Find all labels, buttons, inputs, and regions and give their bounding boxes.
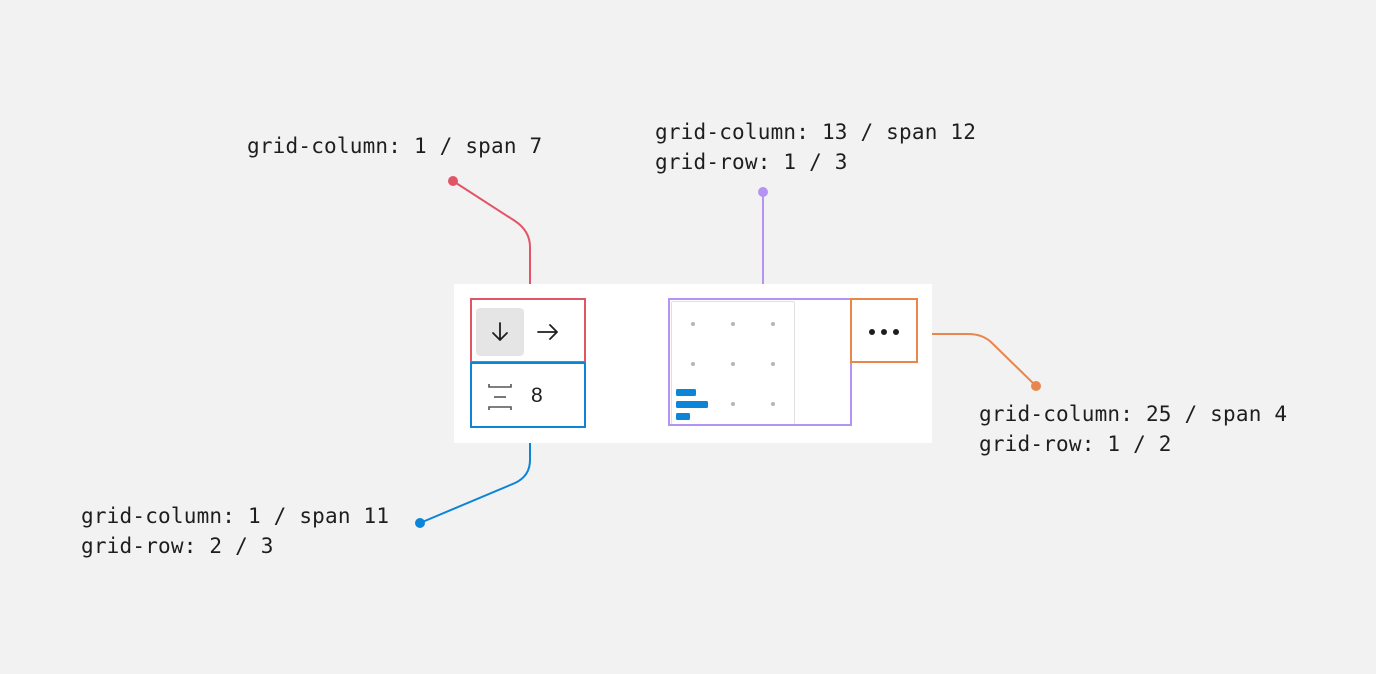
direction-horizontal-button[interactable] (524, 308, 572, 356)
align-bar-short (676, 389, 696, 396)
connector-red (452, 180, 531, 299)
align-dot-bottom-right[interactable] (771, 402, 775, 406)
arrow-right-icon (536, 322, 560, 342)
align-bar-long (676, 401, 708, 408)
connector-orange-dot (1031, 381, 1041, 391)
grid-area-outline-orange (850, 298, 918, 363)
connector-red-dot (448, 176, 458, 186)
grid-area-outline-blue (470, 362, 586, 428)
gap-value-input[interactable]: 8 (531, 384, 543, 407)
annotation-line: grid-row: 2 / 3 (81, 534, 274, 558)
connector-blue-dot (415, 518, 425, 528)
more-options-button[interactable] (852, 300, 916, 361)
annotation-line: grid-row: 1 / 2 (979, 432, 1172, 456)
connector-blue (419, 427, 531, 524)
grid-area-outline-red (470, 298, 586, 363)
arrow-down-icon (490, 321, 510, 343)
align-bar-small (676, 413, 690, 420)
annotation-red: grid-column: 1 / span 7 (247, 131, 542, 161)
vertical-gap-icon (486, 382, 514, 416)
direction-vertical-button[interactable] (476, 308, 524, 356)
annotation-purple: grid-column: 13 / span 12 grid-row: 1 / … (655, 117, 976, 177)
align-dot-top-center[interactable] (731, 322, 735, 326)
annotation-orange: grid-column: 25 / span 4 grid-row: 1 / 2 (979, 399, 1287, 459)
annotation-line: grid-column: 1 / span 11 (81, 504, 390, 528)
grid-area-outline-purple (668, 298, 852, 426)
annotation-line: grid-column: 13 / span 12 (655, 120, 977, 144)
connector-orange (917, 333, 1037, 387)
align-dot-middle-left[interactable] (691, 362, 695, 366)
alignment-matrix[interactable] (671, 301, 795, 425)
annotation-line: grid-row: 1 / 3 (655, 150, 848, 174)
align-dot-top-left[interactable] (691, 322, 695, 326)
connector-purple-dot (758, 187, 768, 197)
annotation-line: grid-column: 1 / span 7 (247, 134, 543, 158)
more-horizontal-icon (867, 321, 901, 340)
align-dot-middle-center[interactable] (731, 362, 735, 366)
align-dot-bottom-center[interactable] (731, 402, 735, 406)
align-dot-top-right[interactable] (771, 322, 775, 326)
annotation-line: grid-column: 25 / span 4 (979, 402, 1288, 426)
alignment-bars-icon[interactable] (676, 388, 710, 422)
annotation-blue: grid-column: 1 / span 11 grid-row: 2 / 3 (81, 501, 389, 561)
align-dot-middle-right[interactable] (771, 362, 775, 366)
